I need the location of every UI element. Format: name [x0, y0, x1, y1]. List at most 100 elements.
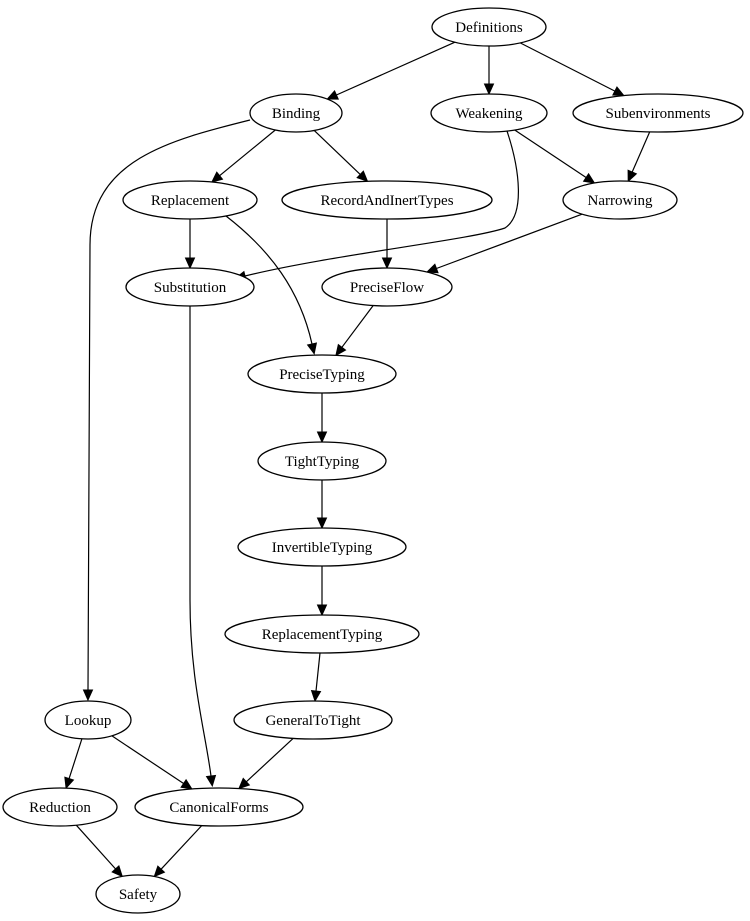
edge-substitution-to-canonicalforms: [189, 306, 217, 788]
arrowhead: [356, 170, 369, 183]
arrowhead: [306, 342, 318, 355]
arrowhead: [180, 778, 193, 790]
node-ellipse: [257, 441, 387, 481]
edge-canonicalforms-to-safety: [153, 825, 203, 878]
edge-line: [313, 129, 361, 175]
edge-line: [219, 129, 276, 177]
node-label: Reduction: [29, 800, 91, 816]
edge-line: [436, 213, 583, 270]
arrowhead: [153, 865, 166, 878]
node-label: InvertibleTyping: [272, 540, 373, 556]
node-reduction: Reduction: [2, 787, 118, 827]
node-replacement: Replacement: [122, 180, 258, 220]
node-ellipse: [321, 267, 453, 307]
node-ellipse: [430, 93, 548, 133]
node-ellipse: [249, 93, 343, 133]
node-ellipse: [572, 93, 744, 133]
node-ellipse: [95, 874, 181, 914]
arrowhead: [483, 83, 495, 96]
node-precisetyping: PreciseTyping: [247, 354, 397, 394]
node-invertibletyping: InvertibleTyping: [237, 527, 407, 567]
node-label: Weakening: [455, 106, 523, 122]
edge-line: [519, 42, 616, 92]
node-label: TightTyping: [285, 454, 360, 470]
node-ellipse: [125, 267, 255, 307]
node-substitution: Substitution: [125, 267, 255, 307]
arrowhead: [335, 343, 347, 357]
arrowhead: [111, 865, 124, 878]
edge-definitions-to-weakening: [483, 46, 495, 96]
edge-narrowing-to-preciseflow: [425, 213, 583, 274]
node-label: Replacement: [151, 193, 230, 209]
edge-preciseflow-to-precisetyping: [335, 305, 374, 357]
arrowhead: [205, 774, 217, 788]
edge-invertibletyping-to-replacementtyping: [316, 566, 328, 617]
node-ellipse: [2, 787, 118, 827]
edge-replacement-to-precisetyping: [225, 215, 318, 355]
node-ellipse: [134, 787, 304, 827]
edge-reduction-to-safety: [75, 824, 124, 878]
node-lookup: Lookup: [44, 700, 132, 740]
edge-line: [336, 41, 456, 96]
edge-replacementtyping-to-generaltotight: [310, 652, 322, 703]
node-ellipse: [122, 180, 258, 220]
arrowhead: [381, 257, 393, 270]
node-safety: Safety: [95, 874, 181, 914]
node-label: PreciseTyping: [279, 367, 365, 383]
edge-generaltotight-to-canonicalforms: [238, 737, 294, 790]
node-ellipse: [562, 180, 678, 220]
node-definitions: Definitions: [431, 7, 547, 47]
arrowhead: [210, 171, 224, 183]
node-ellipse: [281, 180, 493, 220]
node-ellipse: [247, 354, 397, 394]
edge-binding-to-lookup: [82, 119, 251, 702]
node-subenvironments: Subenvironments: [572, 93, 744, 133]
edge-line: [189, 306, 212, 777]
node-ellipse: [44, 700, 132, 740]
arrowhead: [82, 689, 94, 702]
node-weakening: Weakening: [430, 93, 548, 133]
edge-subenvironments-to-narrowing: [627, 131, 651, 183]
arrowhead: [316, 604, 328, 617]
node-label: RecordAndInertTypes: [320, 193, 453, 209]
arrowhead: [316, 517, 328, 530]
edge-line: [315, 652, 321, 692]
edge-lookup-to-canonicalforms: [111, 735, 193, 790]
node-label: ReplacementTyping: [262, 627, 383, 643]
arrowhead: [316, 431, 328, 444]
node-ellipse: [224, 614, 420, 654]
edge-line: [75, 824, 116, 870]
edge-tighttyping-to-invertibletyping: [316, 480, 328, 530]
node-label: CanonicalForms: [169, 800, 268, 816]
node-binding: Binding: [249, 93, 343, 133]
node-label: Narrowing: [588, 193, 653, 209]
arrowhead: [64, 776, 75, 790]
edge-lookup-to-reduction: [64, 738, 83, 790]
arrowhead: [627, 169, 638, 183]
node-canonicalforms: CanonicalForms: [134, 787, 304, 827]
edge-replacement-to-substitution: [184, 219, 196, 270]
node-recordandinerttypes: RecordAndInertTypes: [281, 180, 493, 220]
edge-line: [111, 735, 184, 784]
node-narrowing: Narrowing: [562, 180, 678, 220]
node-ellipse: [431, 7, 547, 47]
node-label: Safety: [119, 887, 158, 903]
node-replacementtyping: ReplacementTyping: [224, 614, 420, 654]
node-ellipse: [233, 700, 393, 740]
arrowhead: [184, 257, 196, 270]
arrowhead: [326, 89, 340, 100]
edge-weakening-to-narrowing: [514, 129, 596, 184]
edge-line: [68, 738, 83, 779]
edge-definitions-to-subenvironments: [519, 42, 625, 97]
edge-line: [87, 119, 251, 691]
arrowhead: [310, 690, 322, 703]
node-tighttyping: TightTyping: [257, 441, 387, 481]
edge-recordandinerttypes-to-preciseflow: [381, 219, 393, 270]
node-label: PreciseFlow: [350, 280, 424, 296]
node-label: Lookup: [65, 713, 112, 729]
node-label: GeneralToTight: [265, 713, 361, 729]
node-label: Subenvironments: [606, 106, 711, 122]
edge-line: [245, 737, 294, 783]
